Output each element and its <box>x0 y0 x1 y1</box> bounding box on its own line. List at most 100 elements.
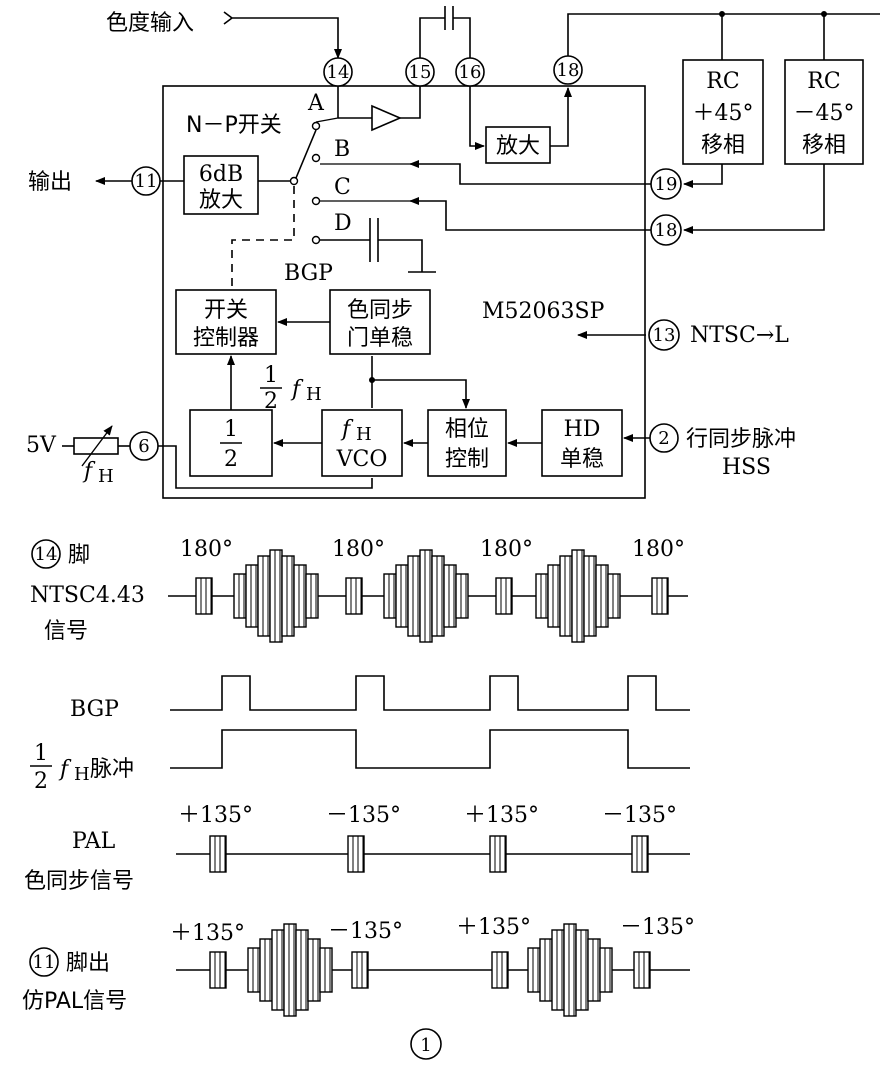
half-fh-f: f <box>290 377 304 402</box>
amp-6db-line1: 6dB <box>199 162 243 187</box>
w11-angle-1: ＋135° <box>170 921 245 946</box>
w14-burst-3 <box>495 577 513 615</box>
amp-6db-line2: 放大 <box>199 188 243 213</box>
color-sync-line1: 色同步 <box>347 298 413 323</box>
chip-name: M52063SP <box>482 299 605 324</box>
hd-line2: 单稳 <box>560 447 604 472</box>
chip-outline <box>162 85 646 499</box>
coupling-capacitor <box>419 6 471 58</box>
wire-buffer-to-15 <box>400 86 421 119</box>
half-wave-den: 2 <box>34 769 48 794</box>
pal-angle-3: ＋135° <box>464 803 539 828</box>
half-fh-wave <box>170 729 690 769</box>
svg-text:18: 18 <box>655 220 678 241</box>
wire-16-to-amp <box>469 86 485 150</box>
waveform-shapes <box>195 549 669 1017</box>
resistor-fh-f: f <box>82 459 96 484</box>
w11-burst-3 <box>491 951 509 989</box>
divider-den: 2 <box>224 447 238 472</box>
w11-packet-1-bar <box>319 947 333 993</box>
pal-burst-2 <box>347 835 365 873</box>
half-fh-num: 1 <box>264 363 278 388</box>
buffer-amplifier <box>371 104 403 132</box>
pin-11: 11 <box>131 166 161 196</box>
rc-plus45-line1: RC <box>706 69 739 94</box>
switch-c-label: C <box>334 175 351 200</box>
wave-row-11: 11 脚出 仿PAL信号 ＋135° －135° ＋135° －135° <box>22 915 695 1014</box>
rc-minus45-line3: 移相 <box>802 133 846 158</box>
rc-minus45-line2: －45° <box>794 101 855 126</box>
wave-row-bgp: BGP <box>70 675 690 722</box>
bgp-wave <box>170 675 690 711</box>
switch-blade <box>295 129 317 179</box>
svg-text:13: 13 <box>653 325 676 346</box>
vco-block <box>321 409 403 477</box>
pin-15: 15 <box>405 57 435 87</box>
w11-pin-circle <box>29 947 59 977</box>
svg-text:11: 11 <box>135 171 158 192</box>
switch-controller-block <box>175 289 277 355</box>
wire-d-to-capacitor <box>320 218 436 273</box>
switch-a-label: A <box>307 91 325 116</box>
switch-d-label: D <box>334 211 352 236</box>
w11-burst-4 <box>633 951 651 989</box>
w11-sub: 仿PAL信号 <box>22 989 127 1014</box>
chroma-input-wire <box>223 11 338 58</box>
switch-contact-a <box>311 121 321 131</box>
w11-angle-2: －135° <box>328 919 403 944</box>
variable-resistor <box>73 437 119 455</box>
wire-6-to-vco <box>158 445 373 489</box>
wave-row-pal: PAL 色同步信号 ＋135° －135° ＋135° －135° <box>24 803 690 894</box>
w14-burst-4 <box>651 577 669 615</box>
rc-minus45-line1: RC <box>807 69 840 94</box>
figure-number: 1 <box>420 1035 431 1056</box>
pal-burst-3 <box>489 835 507 873</box>
five-v-label: 5V <box>26 433 57 458</box>
wire-sync-feedback <box>372 379 470 409</box>
phase-control-line2: 控制 <box>445 447 489 472</box>
pin-14: 14 <box>323 57 353 87</box>
divider-num: 1 <box>224 417 238 442</box>
pin-6: 6 <box>129 431 159 461</box>
chroma-input-label: 色度输入 <box>106 11 194 36</box>
resistor-fh-sub: H <box>98 466 114 487</box>
w14-pin-circle <box>31 539 61 569</box>
half-wave-tail: 脉冲 <box>90 757 134 782</box>
switch-controller-line1: 开关 <box>204 298 248 323</box>
w11-angle-3: ＋135° <box>456 915 531 940</box>
half-fh-sub: H <box>306 384 322 405</box>
vco-line1-sub: H <box>356 424 372 445</box>
switch-control-dashed <box>231 186 295 290</box>
half-wave-num: 1 <box>34 741 48 766</box>
svg-text:16: 16 <box>459 62 482 83</box>
w11-burst-1 <box>209 951 227 989</box>
hsync-label: 行同步脉冲 <box>686 427 796 452</box>
pal-angle-2: －135° <box>326 803 401 828</box>
w14-angle-4: 180° <box>632 537 685 562</box>
pal-burst-4 <box>631 835 649 873</box>
switch-b-label: B <box>334 137 350 162</box>
bgp-wave-label: BGP <box>70 697 119 722</box>
amplifier-label: 放大 <box>496 134 540 159</box>
variable-resistor-arrow <box>81 425 113 467</box>
np-switch-label: N－P开关 <box>186 113 282 138</box>
svg-text:2: 2 <box>658 428 669 449</box>
wire-rc-plus-to-19 <box>683 164 723 188</box>
w14-packet-3-bar <box>607 573 621 619</box>
switch-contact-c <box>311 196 321 206</box>
w11-burst-2 <box>351 951 369 989</box>
hss-label: HSS <box>722 455 771 480</box>
pin-2: 2 <box>649 423 679 453</box>
output-label: 输出 <box>28 170 72 195</box>
w14-angle-1: 180° <box>180 537 233 562</box>
junction-vco <box>369 377 375 383</box>
w14-pin-number: 14 <box>35 544 58 565</box>
pal-label-2: 色同步信号 <box>24 869 134 894</box>
vco-line2: VCO <box>336 447 388 472</box>
w14-sub2: 信号 <box>44 619 88 644</box>
pal-label-1: PAL <box>72 829 116 854</box>
amp-6db-block <box>183 155 259 215</box>
bgp-label: BGP <box>284 261 333 286</box>
w11-pin-number: 11 <box>33 952 56 973</box>
w11-packet-2-bar <box>599 947 613 993</box>
